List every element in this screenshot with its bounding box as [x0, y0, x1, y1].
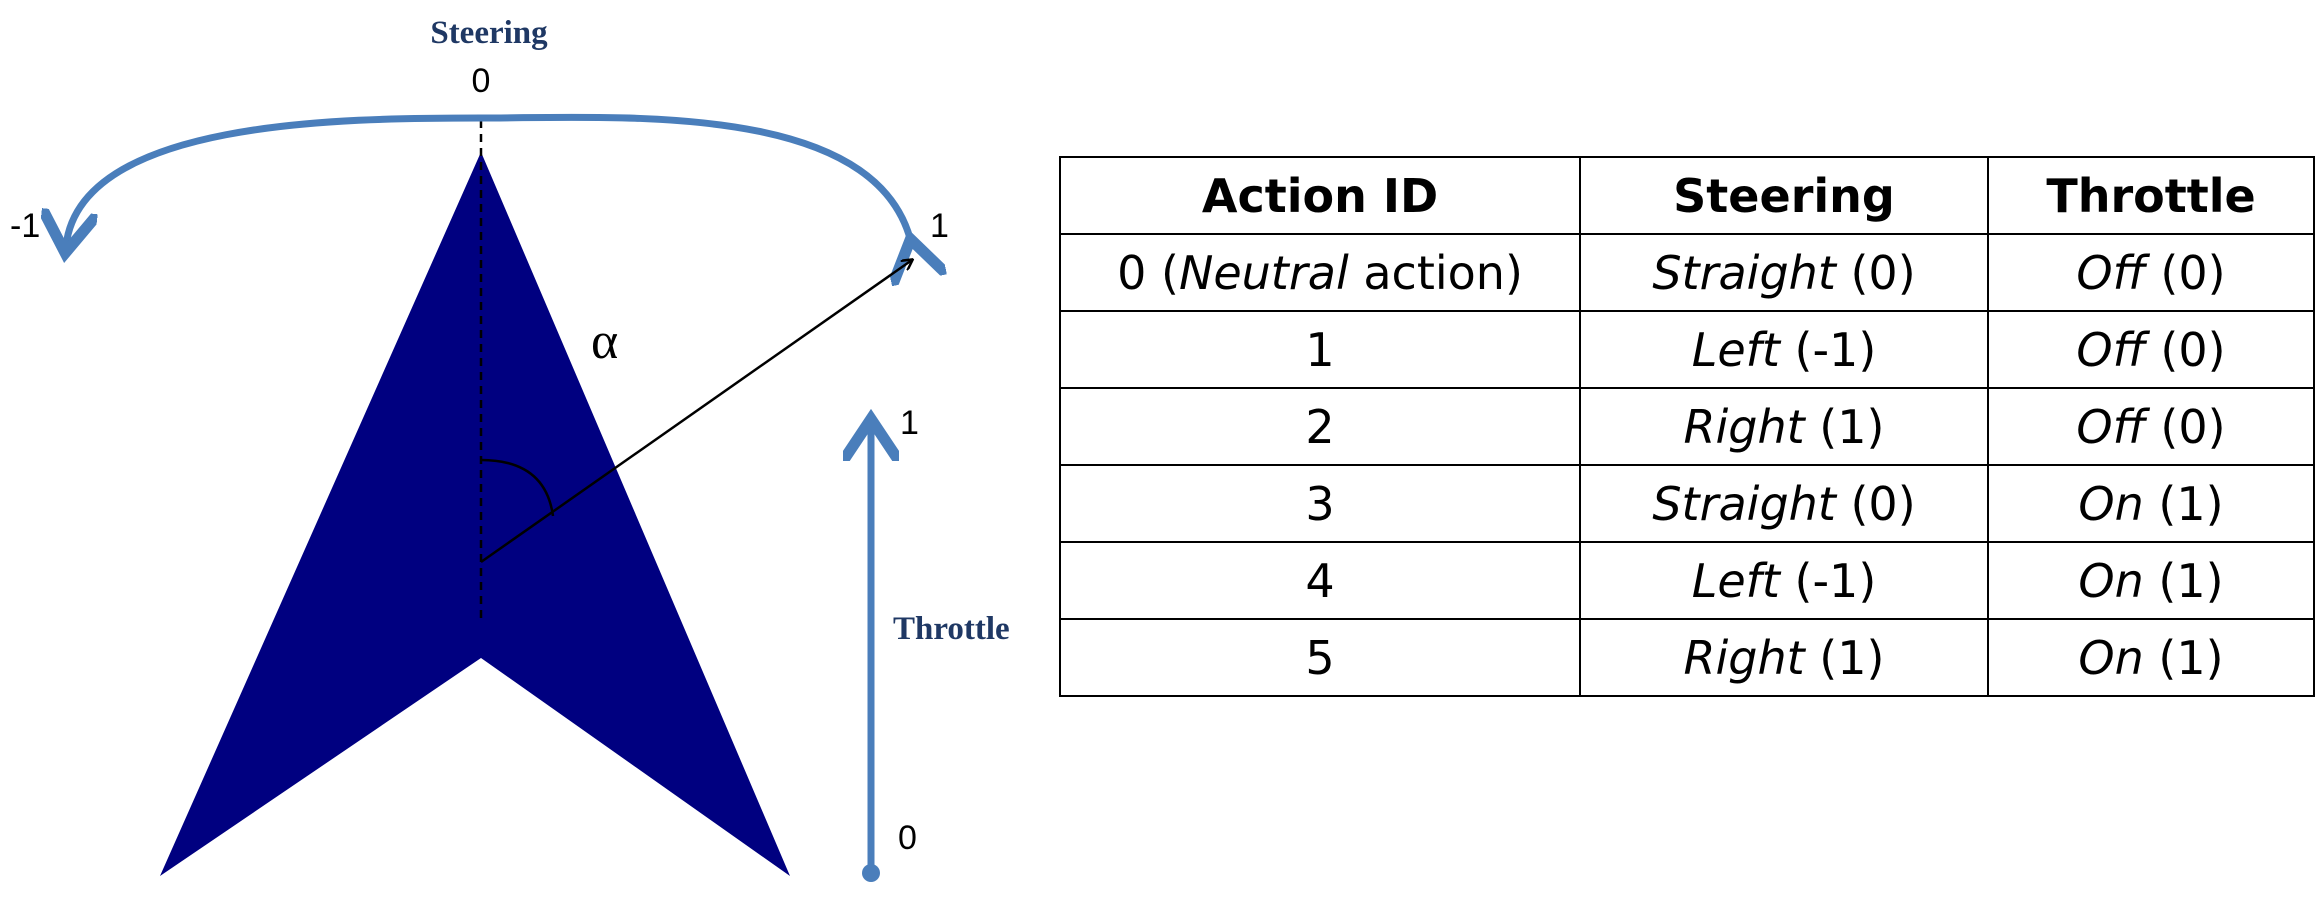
steering-cell: Straight (0)	[1579, 464, 1989, 543]
throttle-word: On	[2078, 630, 2144, 685]
steering-title: Steering	[430, 15, 548, 51]
header-action-id: Action ID	[1059, 156, 1581, 235]
header-steering: Steering	[1579, 156, 1989, 235]
steering-cell: Straight (0)	[1579, 233, 1989, 312]
action-id-italic: Neutral	[1178, 245, 1349, 300]
throttle-cell: On (1)	[1987, 541, 2315, 620]
throttle-cell: Off (0)	[1987, 387, 2315, 466]
header-throttle: Throttle	[1987, 156, 2315, 235]
steering-value: (1)	[1804, 399, 1885, 454]
action-table: Action ID Steering Throttle 0 (Neutral a…	[1059, 156, 2315, 697]
throttle-value: (0)	[2145, 399, 2226, 454]
throttle-cell: Off (0)	[1987, 233, 2315, 312]
throttle-value: (1)	[2143, 476, 2224, 531]
steering-right-label: 1	[930, 207, 949, 245]
throttle-value: (0)	[2145, 245, 2226, 300]
action-id-suffix: action)	[1348, 245, 1523, 300]
action-id-prefix: 5	[1305, 630, 1335, 685]
action-id-prefix: 2	[1305, 399, 1335, 454]
steering-value: (-1)	[1779, 553, 1877, 608]
throttle-cell: On (1)	[1987, 464, 2315, 543]
steering-word: Straight	[1652, 476, 1836, 531]
angle-arc	[480, 458, 555, 517]
throttle-word: Off	[2076, 399, 2146, 454]
steering-cell: Left (-1)	[1579, 310, 1989, 389]
action-id-cell: 1	[1059, 310, 1581, 389]
throttle-cell: On (1)	[1987, 618, 2315, 697]
action-id-cell: 4	[1059, 541, 1581, 620]
steering-word: Straight	[1652, 245, 1836, 300]
action-id-cell: 0 (Neutral action)	[1059, 233, 1581, 312]
steering-word: Right	[1683, 399, 1805, 454]
action-id-prefix: 1	[1305, 322, 1335, 377]
steering-value: (0)	[1835, 245, 1916, 300]
steering-value: (1)	[1804, 630, 1885, 685]
steering-throttle-diagram: Steering 0 -1 1 α 1 Throttle 0	[10, 15, 1010, 882]
throttle-word: On	[2078, 476, 2144, 531]
action-id-prefix: 3	[1305, 476, 1335, 531]
action-id-cell: 5	[1059, 618, 1581, 697]
table-header-row: Action ID Steering Throttle	[1059, 156, 2315, 235]
steering-value: (-1)	[1779, 322, 1877, 377]
throttle-bottom-label: 0	[898, 819, 917, 857]
action-id-cell: 3	[1059, 464, 1581, 543]
action-id-prefix: 0 (	[1117, 245, 1179, 300]
throttle-value: (0)	[2145, 322, 2226, 377]
throttle-top-label: 1	[900, 404, 919, 442]
angle-alpha-label: α	[591, 313, 618, 370]
throttle-word: Off	[2076, 322, 2146, 377]
throttle-value: (1)	[2143, 630, 2224, 685]
steering-cell: Right (1)	[1579, 618, 1989, 697]
steering-cell: Left (-1)	[1579, 541, 1989, 620]
throttle-title: Throttle	[893, 611, 1010, 647]
steering-value: (0)	[1835, 476, 1916, 531]
throttle-origin-dot	[862, 864, 880, 882]
throttle-value: (1)	[2143, 553, 2224, 608]
steering-arc	[66, 113, 912, 246]
steering-cell: Right (1)	[1579, 387, 1989, 466]
steering-zero-label: 0	[472, 62, 491, 100]
vehicle-arrow-shape	[160, 152, 790, 876]
steering-word: Left	[1691, 553, 1780, 608]
action-id-cell: 2	[1059, 387, 1581, 466]
action-id-prefix: 4	[1305, 553, 1335, 608]
throttle-word: On	[2078, 553, 2144, 608]
steering-word: Left	[1691, 322, 1780, 377]
steering-word: Right	[1683, 630, 1805, 685]
throttle-word: Off	[2076, 245, 2146, 300]
steering-left-label: -1	[10, 207, 40, 245]
throttle-cell: Off (0)	[1987, 310, 2315, 389]
table-row: 0 (Neutral action)Straight (0)Off (0)	[1059, 233, 2315, 312]
